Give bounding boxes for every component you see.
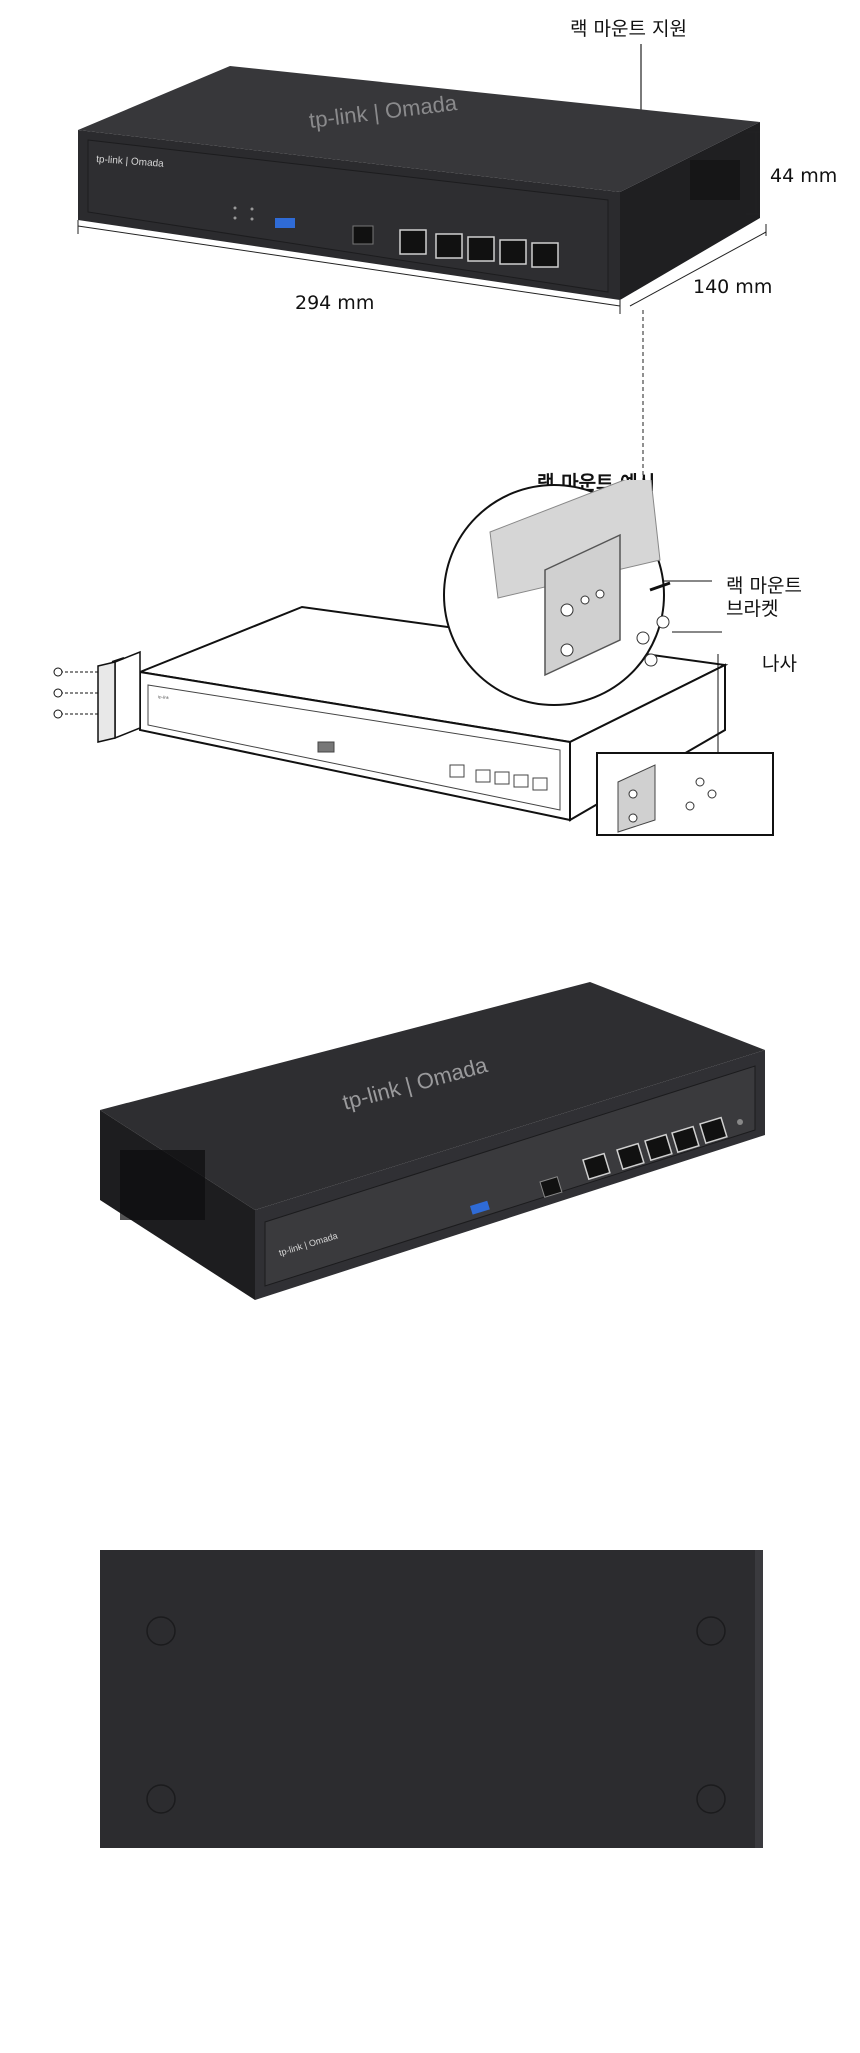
svg-text:tp-link: tp-link (158, 694, 169, 700)
router-product-photo: tp-link | Omada tp-link | Omada (100, 982, 765, 1300)
screw-label: 나사 (762, 653, 797, 675)
rack-support-label: 랙 마운트 지원 (570, 18, 687, 40)
depth-dimension-label: 140 mm (693, 276, 773, 298)
width-dimension-label: 294 mm (295, 292, 375, 314)
bracket-label-line1: 랙 마운트 (726, 575, 802, 597)
rack-mount-illustration: tp-link (53, 480, 774, 836)
router-bottom-panel (100, 1550, 763, 1848)
svg-text:tp-link | Omada: tp-link | Omada (96, 154, 165, 170)
bracket-label-line2: 브라켓 (726, 598, 779, 620)
rubber-foot-top-left (146, 1616, 176, 1646)
router-dimension-illustration: tp-link | Omada tp-link | Omada (77, 44, 767, 480)
height-dimension-label: 44 mm (770, 165, 838, 187)
